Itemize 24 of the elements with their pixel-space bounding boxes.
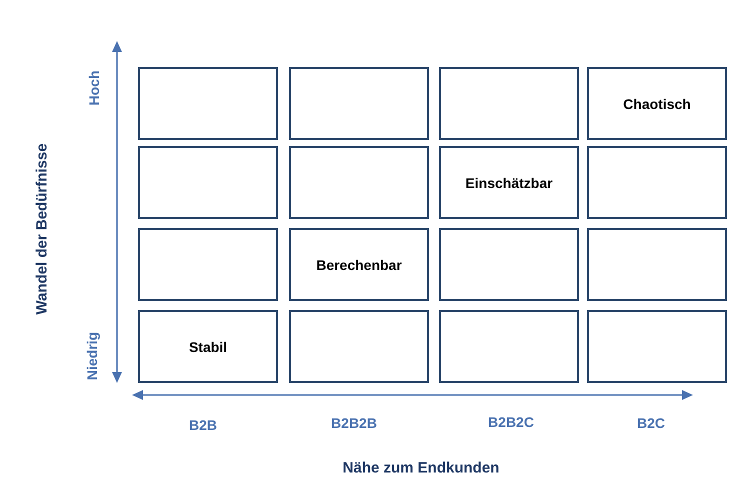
matrix-cell (587, 228, 727, 301)
matrix-cell (439, 67, 579, 140)
axis-label: B2B2C (488, 414, 534, 430)
matrix-cell (289, 67, 429, 140)
matrix-cell (138, 228, 278, 301)
axis-label: B2B (189, 416, 217, 434)
matrix-cell (587, 310, 727, 383)
matrix-cell (289, 310, 429, 383)
axis-label: B2B2B (331, 414, 377, 432)
matrix-cell (587, 146, 727, 219)
matrix-cell (138, 146, 278, 219)
axis-title: Nähe zum Endkunden (342, 459, 500, 477)
matrix-cell (289, 146, 429, 219)
axis-label: B2C (637, 414, 665, 432)
matrix-cell (138, 67, 278, 140)
axis-title: Wandel der Bedürfnisse (33, 143, 51, 315)
matrix-cell: Einschätzbar (439, 146, 579, 219)
matrix-cell (439, 310, 579, 383)
axis-label: Niedrig (84, 332, 100, 380)
matrix-cell: Stabil (138, 310, 278, 383)
axis-label: Hoch (86, 70, 102, 106)
matrix-cell (439, 228, 579, 301)
matrix-cell: Chaotisch (587, 67, 727, 140)
matrix-cell: Berechenbar (289, 228, 429, 301)
